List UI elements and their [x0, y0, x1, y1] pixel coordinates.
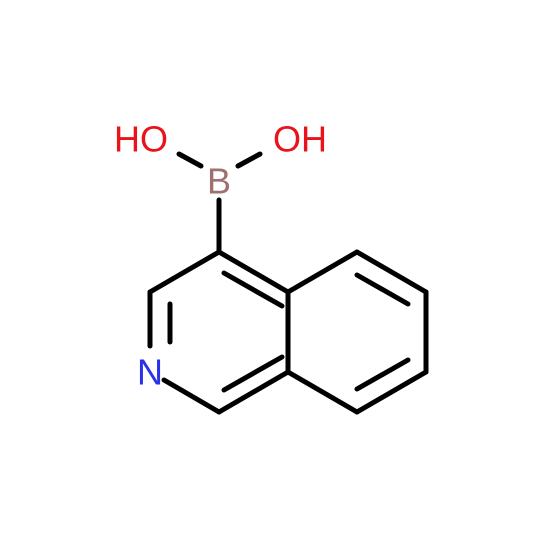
bond-b-oh-left — [176, 151, 204, 169]
atom-label-boron: B — [207, 161, 231, 202]
bond-b-oh-right — [235, 151, 263, 169]
bond-c4a-c4-inner — [221, 270, 285, 309]
bond-c4-c3 — [147, 249, 222, 295]
bond-c4a-c5 — [285, 249, 360, 295]
bond-c5-c6 — [354, 249, 429, 295]
bond-n-c1 — [161, 377, 222, 415]
bond-c7-c8-inner — [354, 357, 411, 392]
bond-c8-c8a — [285, 369, 360, 415]
atom-label-oh-left: HO — [114, 119, 168, 160]
bond-c5-c6-inner — [354, 272, 411, 307]
atom-label-nitrogen: N — [137, 352, 163, 393]
bond-c1-c8a-inner — [221, 354, 285, 393]
atom-label-oh-right: OH — [273, 119, 327, 160]
bond-c7-c8 — [354, 369, 429, 415]
bond-c1-c8a — [216, 369, 291, 415]
bond-c4a-c4 — [216, 249, 291, 295]
